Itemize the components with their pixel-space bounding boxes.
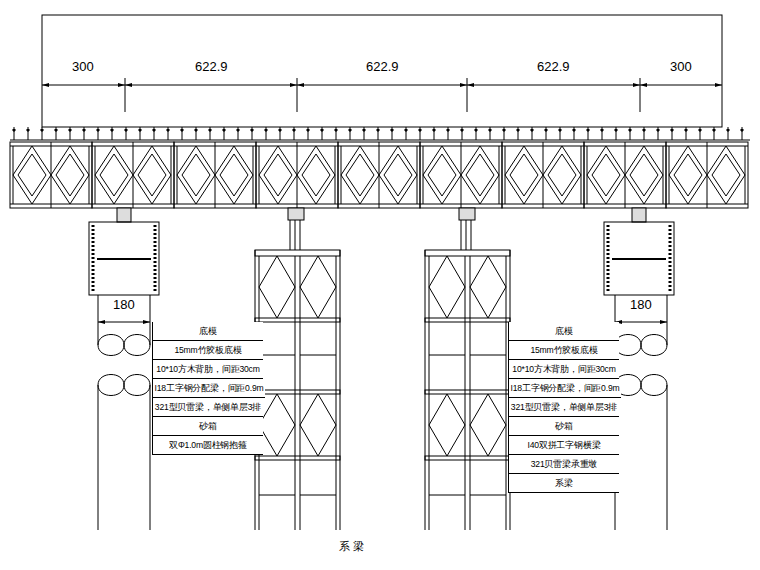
table-cell: I40双拼工字钢横梁 [508, 436, 619, 455]
table-cell: 底模 [508, 322, 619, 341]
dimension-text: 622.9 [535, 60, 572, 73]
table-cell: 系梁 [508, 474, 619, 493]
table-cell: 321型贝雷梁，单侧单层3排 [508, 398, 619, 417]
table-cell: 321型贝雷梁，单侧单层3排 [152, 398, 263, 417]
table-cell: I18工字钢分配梁，间距0.9m [508, 379, 621, 398]
dimension-text: 300 [668, 60, 694, 73]
table-cell: 15mm竹胶板底模 [152, 341, 263, 360]
table-cell: I18工字钢分配梁，间距0.9m [152, 379, 265, 398]
table-cell: 砂箱 [152, 417, 263, 436]
table-cell: 15mm竹胶板底模 [508, 341, 619, 360]
table-cell: 321贝雷梁承重墩 [508, 455, 619, 474]
dimension-text: 180 [628, 298, 654, 311]
dimension-text: 622.9 [193, 60, 230, 73]
table-cell: 10*10方木背肋，间距30cm [508, 360, 619, 379]
table-cell: 砂箱 [508, 417, 619, 436]
dimension-text: 622.9 [364, 60, 401, 73]
dimension-text: 180 [111, 298, 137, 311]
beam-label: 系 梁 [337, 541, 366, 552]
table-cell: 底模 [152, 322, 263, 341]
table-cell: 10*10方木背肋，间距30cm [152, 360, 263, 379]
table-cell: 双Φ1.0m圆柱钢抱箍 [152, 436, 263, 455]
dimension-text: 300 [70, 60, 96, 73]
